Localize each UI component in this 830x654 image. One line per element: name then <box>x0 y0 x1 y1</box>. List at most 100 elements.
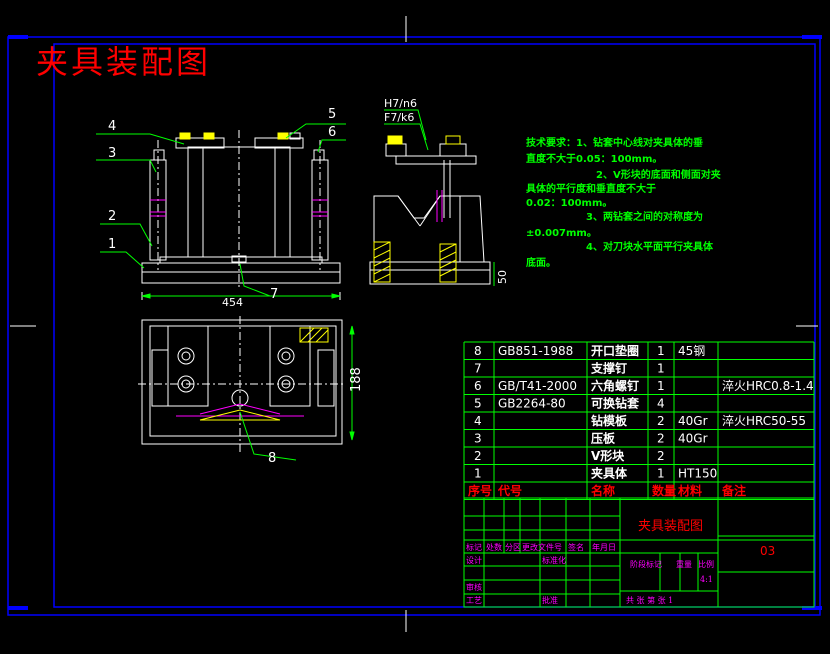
callout-2: 2 <box>108 209 116 224</box>
bom-name: 钻模板 <box>591 413 628 428</box>
front-leaders <box>96 123 346 297</box>
bom-table: 8 GB851-1988 开口垫圈 1 45钢 7 支撑钉 1 6 GB/T41-2000 六角螺钉… <box>463 341 815 500</box>
tb-change-mark: 标记 <box>466 542 482 552</box>
bom-code: GB2264-80 <box>498 397 566 411</box>
tb-change-date: 年月日 <box>592 542 616 552</box>
bom-code: GB/T41-2000 <box>498 379 577 393</box>
tb-review: 审核 <box>466 582 482 592</box>
bom-name-header: 名称 <box>591 483 615 498</box>
bom-remark: 淬火HRC0.8-1.4 <box>722 378 814 393</box>
tb-change-doc: 更改文件号 <box>522 542 562 552</box>
tech-note-line: 直度不大于0.05：100mm。 <box>526 152 662 165</box>
bom-name: 开口垫圈 <box>591 343 639 358</box>
side-view-magenta <box>436 190 443 222</box>
bom-code-header: 代号 <box>497 483 522 498</box>
front-view <box>141 130 341 300</box>
side-view-hatching <box>373 135 461 283</box>
bom-name: 可换钻套 <box>591 396 640 411</box>
bom-name: V形块 <box>591 448 625 463</box>
bom-quantity: 1 <box>657 362 665 376</box>
height-dimension-188: 188 <box>349 367 364 392</box>
drawing-title: 夹具装配图 <box>36 43 211 81</box>
tb-weight: 重量 <box>676 559 692 569</box>
title-block: 夹具装配图 03 标记 处数 分区 更改文件号 签名 年月日 设计 标准化 阶段… <box>463 497 815 608</box>
bom-quantity: 1 <box>657 344 665 358</box>
height-dimension-50: 50 <box>496 270 509 284</box>
bom-number: 7 <box>474 362 482 376</box>
bom-number: 8 <box>474 344 482 358</box>
bom-number: 3 <box>474 432 482 446</box>
bom-material: 40Gr <box>678 432 708 446</box>
bom-material: HT150 <box>678 467 717 481</box>
tech-notes: 技术要求：1、钻套中心线对夹具体的垂 直度不大于0.05：100mm。 2、V形… <box>525 136 721 269</box>
bom-number: 2 <box>474 449 482 463</box>
bom-number: 4 <box>474 414 482 428</box>
tb-change-sign: 签名 <box>568 542 584 552</box>
tb-scale-value: 4:1 <box>700 575 713 584</box>
top-view <box>138 316 346 452</box>
corner-markers <box>8 35 822 610</box>
width-dimension: 454 <box>222 296 243 309</box>
top-view-hatching <box>199 327 329 421</box>
callout-1: 1 <box>108 237 116 252</box>
callout-7: 7 <box>270 287 278 302</box>
bom-material: 45钢 <box>678 344 705 358</box>
tb-design: 设计 <box>466 555 482 565</box>
tb-process: 工艺 <box>466 596 482 605</box>
front-view-dims <box>141 262 495 299</box>
side-fit-leaders <box>384 109 429 151</box>
bom-quantity: 2 <box>657 432 665 446</box>
tb-sheets: 共 张 第 张 1 <box>626 595 673 605</box>
bom-number: 1 <box>474 467 482 481</box>
tb-change-zone: 分区 <box>505 543 521 552</box>
tech-note-line: 4、对刀块水平面平行夹具体 <box>586 240 714 253</box>
tech-note-line: 2、V形块的底面和侧面对夹 <box>596 168 721 181</box>
bom-quantity: 2 <box>657 414 665 428</box>
callout-6: 6 <box>328 125 336 140</box>
bom-quantity: 1 <box>657 467 665 481</box>
callout-4: 4 <box>108 119 116 134</box>
bom-remark-header: 备注 <box>721 483 746 498</box>
title-block-name: 夹具装配图 <box>638 519 703 534</box>
bom-number: 5 <box>474 397 482 411</box>
bom-name: 支撑钉 <box>590 361 627 376</box>
bom-number: 6 <box>474 379 482 393</box>
tech-note-line: 具体的平行度和垂直度不大于 <box>525 182 656 195</box>
bom-quantity: 2 <box>657 449 665 463</box>
tech-note-line: 底面。 <box>526 256 556 269</box>
tech-note-line: 3、两钻套之间的对称度为 <box>586 210 703 223</box>
bom-number-header: 序号 <box>468 483 492 498</box>
tb-stage-mark: 阶段标记 <box>630 559 662 569</box>
tb-scale: 比例 <box>698 559 714 569</box>
callout-8: 8 <box>268 451 276 466</box>
front-view-magenta <box>150 199 328 217</box>
top-view-dims <box>239 325 355 461</box>
top-view-accent <box>176 403 304 417</box>
tb-approve: 批准 <box>542 595 558 605</box>
bom-quantity: 1 <box>657 379 665 393</box>
bom-name: 六角螺钉 <box>591 378 639 393</box>
title-block-number: 03 <box>760 544 775 558</box>
bom-quantity-header: 数量 <box>652 483 676 498</box>
bom-name: 压板 <box>591 431 616 446</box>
bom-material: 40Gr <box>678 414 708 428</box>
fit-h7-n6: H7/n6 <box>384 97 417 110</box>
tech-note-line: ±0.007mm。 <box>526 228 597 239</box>
fit-f7-k6: F7/k6 <box>384 111 414 124</box>
callout-5: 5 <box>328 107 336 122</box>
bom-material-header: 材料 <box>677 483 702 498</box>
callout-3: 3 <box>108 146 116 161</box>
bom-name: 夹具体 <box>591 466 628 481</box>
tech-note-line: 0.02：100mm。 <box>526 198 612 209</box>
bom-quantity: 4 <box>657 397 665 411</box>
bom-remark: 淬火HRC50-55 <box>722 413 806 428</box>
tb-change-count: 处数 <box>486 542 502 552</box>
tb-standard: 标准化 <box>542 555 566 565</box>
side-view <box>369 143 491 285</box>
title-block-grid <box>463 497 815 608</box>
bom-code: GB851-1988 <box>498 344 573 358</box>
side-markers <box>10 16 818 632</box>
tech-note-line: 技术要求：1、钻套中心线对夹具体的垂 <box>526 136 703 149</box>
